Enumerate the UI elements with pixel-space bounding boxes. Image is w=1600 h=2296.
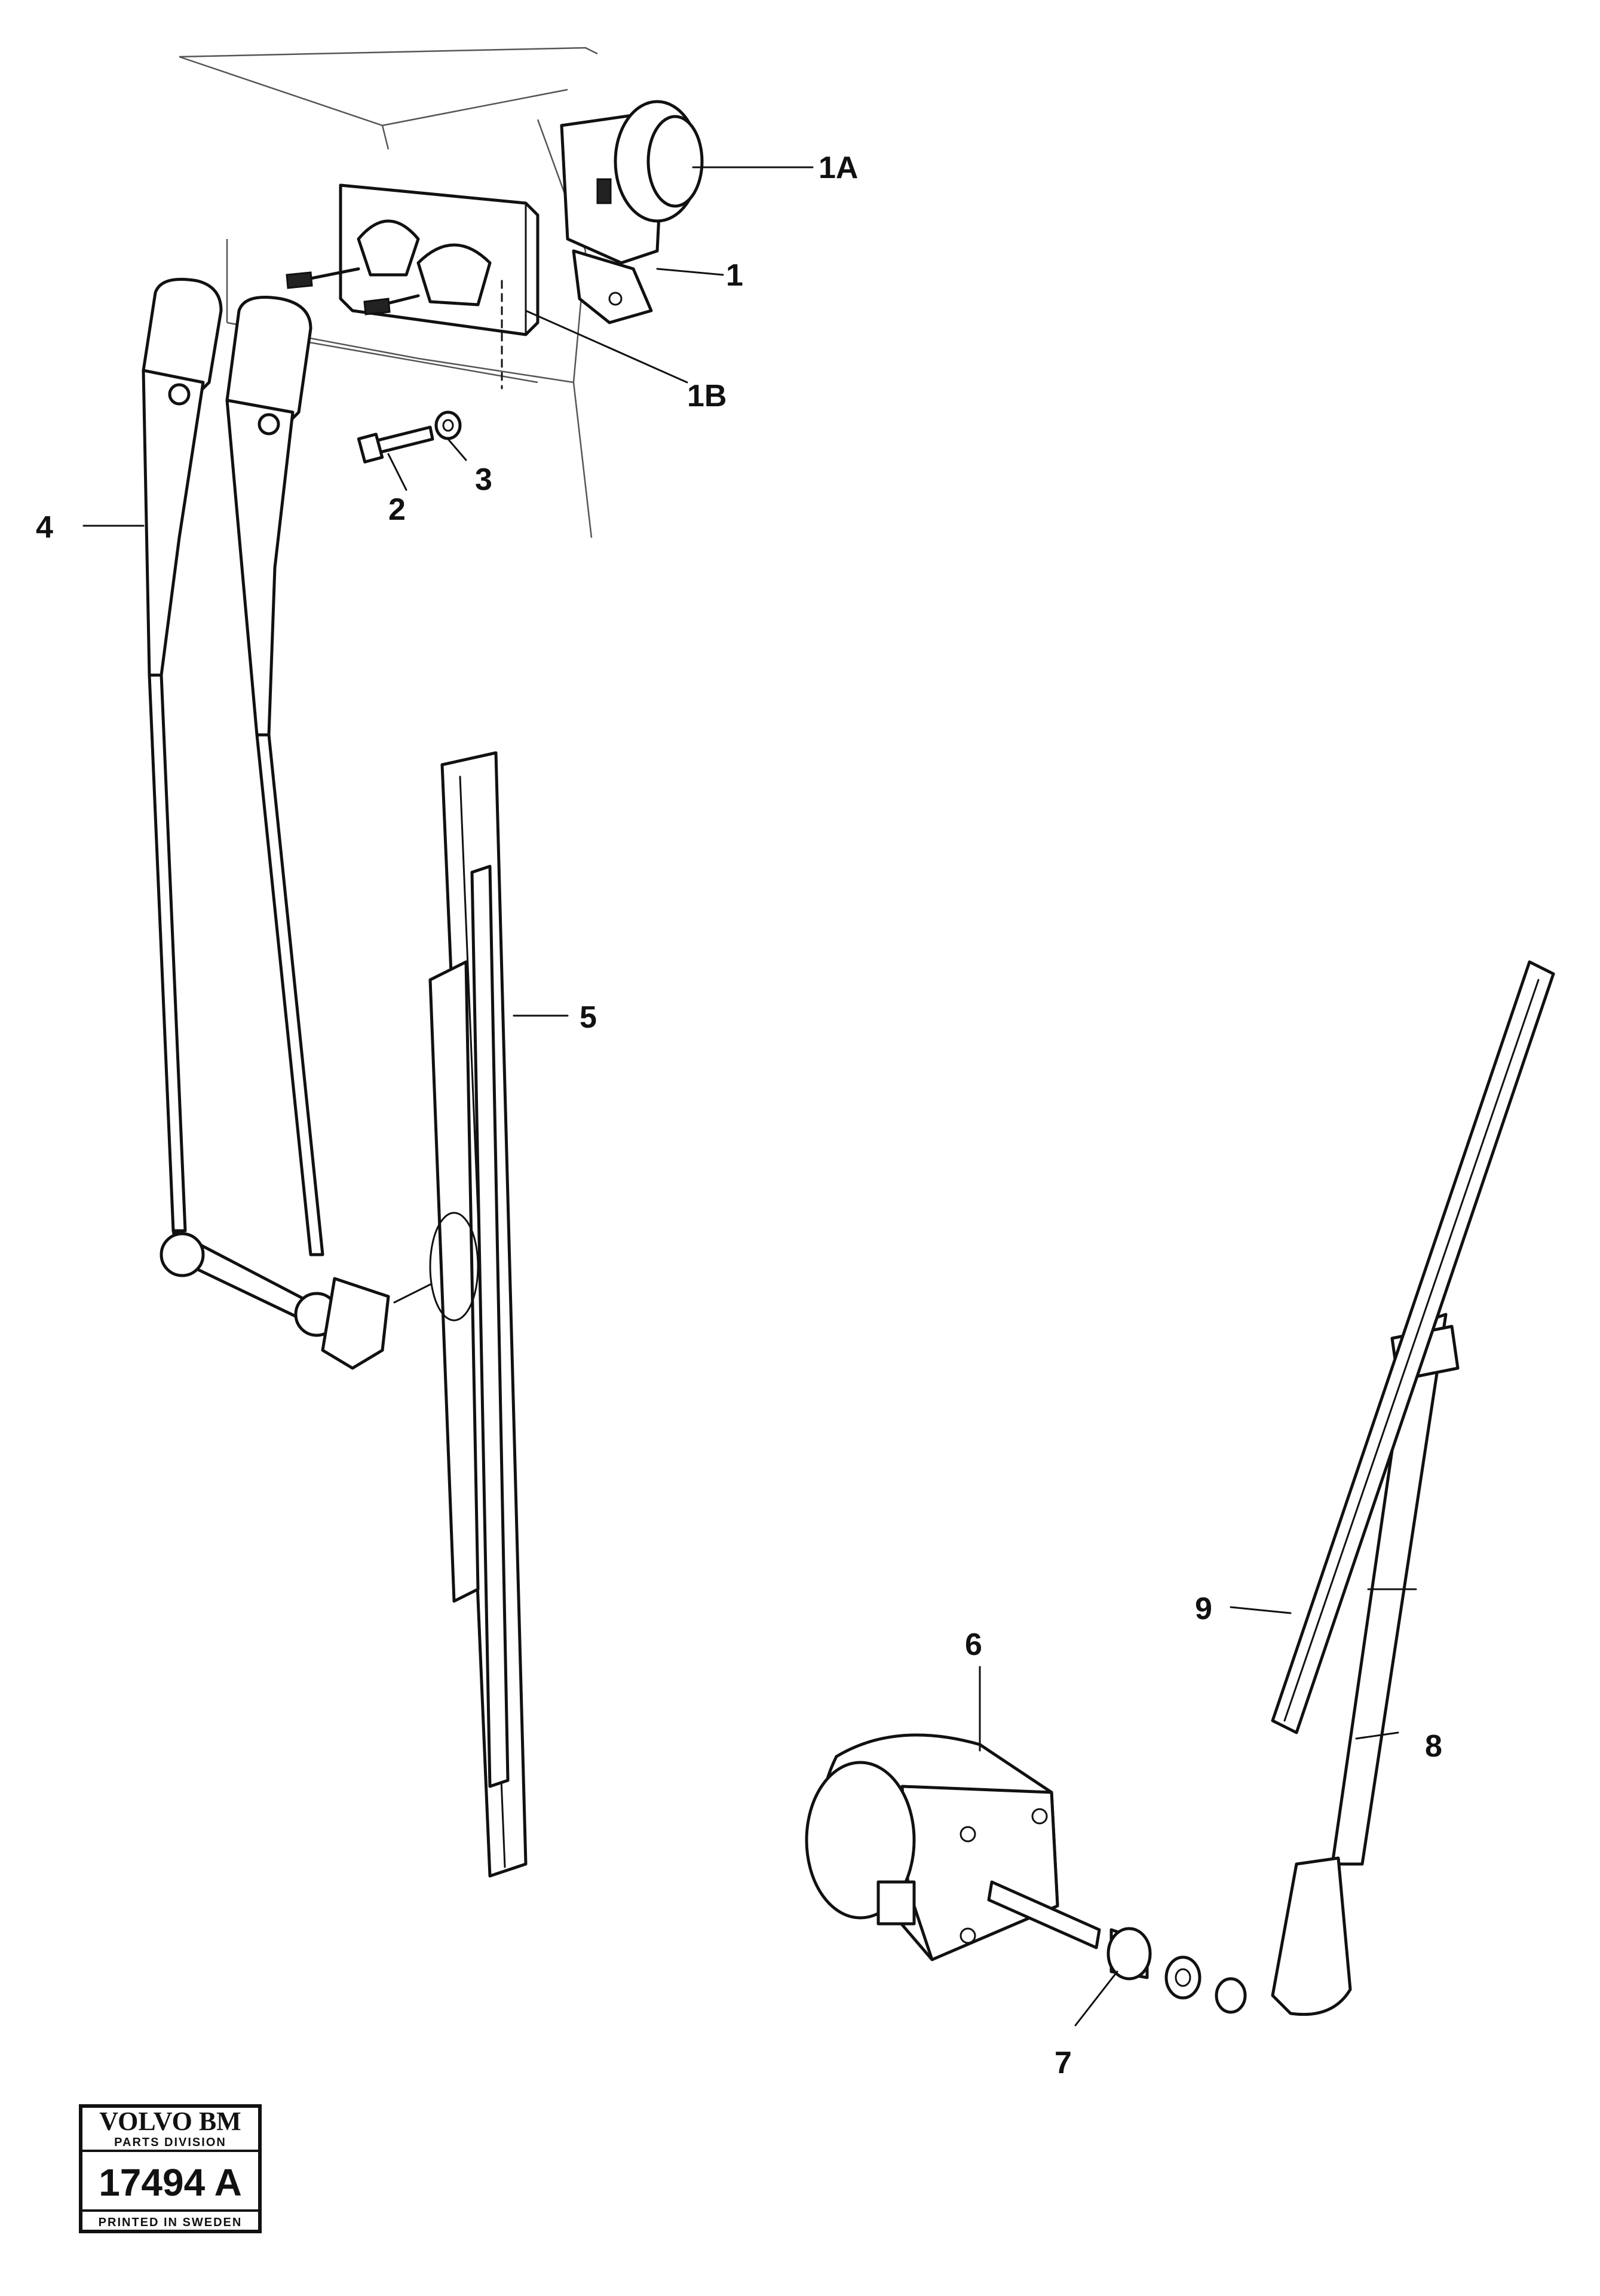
callout-labels: 1A 1 1B 2 3 4 5 6 7 8 9 — [36, 151, 1442, 2080]
callout-2: 2 — [388, 492, 406, 527]
stamp-printed: PRINTED IN SWEDEN — [99, 2216, 243, 2229]
wiper-arm-pair — [142, 278, 431, 1370]
callout-4: 4 — [36, 510, 53, 545]
nut-fittings — [1106, 1927, 1247, 2014]
callout-3: 3 — [475, 462, 492, 497]
leader-lines — [82, 166, 1417, 2027]
double-shaft-unit — [286, 183, 540, 390]
washer — [434, 410, 462, 440]
rear-wiper-blade — [1271, 960, 1555, 1734]
callout-9: 9 — [1195, 1592, 1212, 1626]
bolt — [357, 425, 434, 464]
callout-1: 1 — [726, 258, 743, 293]
rear-wiper-motor — [805, 1733, 1101, 1961]
wiper-blade — [428, 751, 528, 1878]
callout-1a: 1A — [819, 151, 858, 185]
stamp-number: 17494 A — [99, 2161, 242, 2204]
callout-7: 7 — [1055, 2046, 1072, 2080]
stamp-brand: VOLVO BM — [99, 2107, 241, 2136]
volvo-bm-stamp: VOLVO BM PARTS DIVISION 17494 A PRINTED … — [79, 2104, 262, 2233]
callout-5: 5 — [580, 1000, 597, 1035]
callout-6: 6 — [965, 1627, 982, 1662]
callout-8: 8 — [1425, 1729, 1442, 1764]
stamp-division: PARTS DIVISION — [114, 2136, 226, 2149]
wiper-motor-bracket — [560, 100, 704, 324]
callout-1b: 1B — [687, 379, 727, 413]
